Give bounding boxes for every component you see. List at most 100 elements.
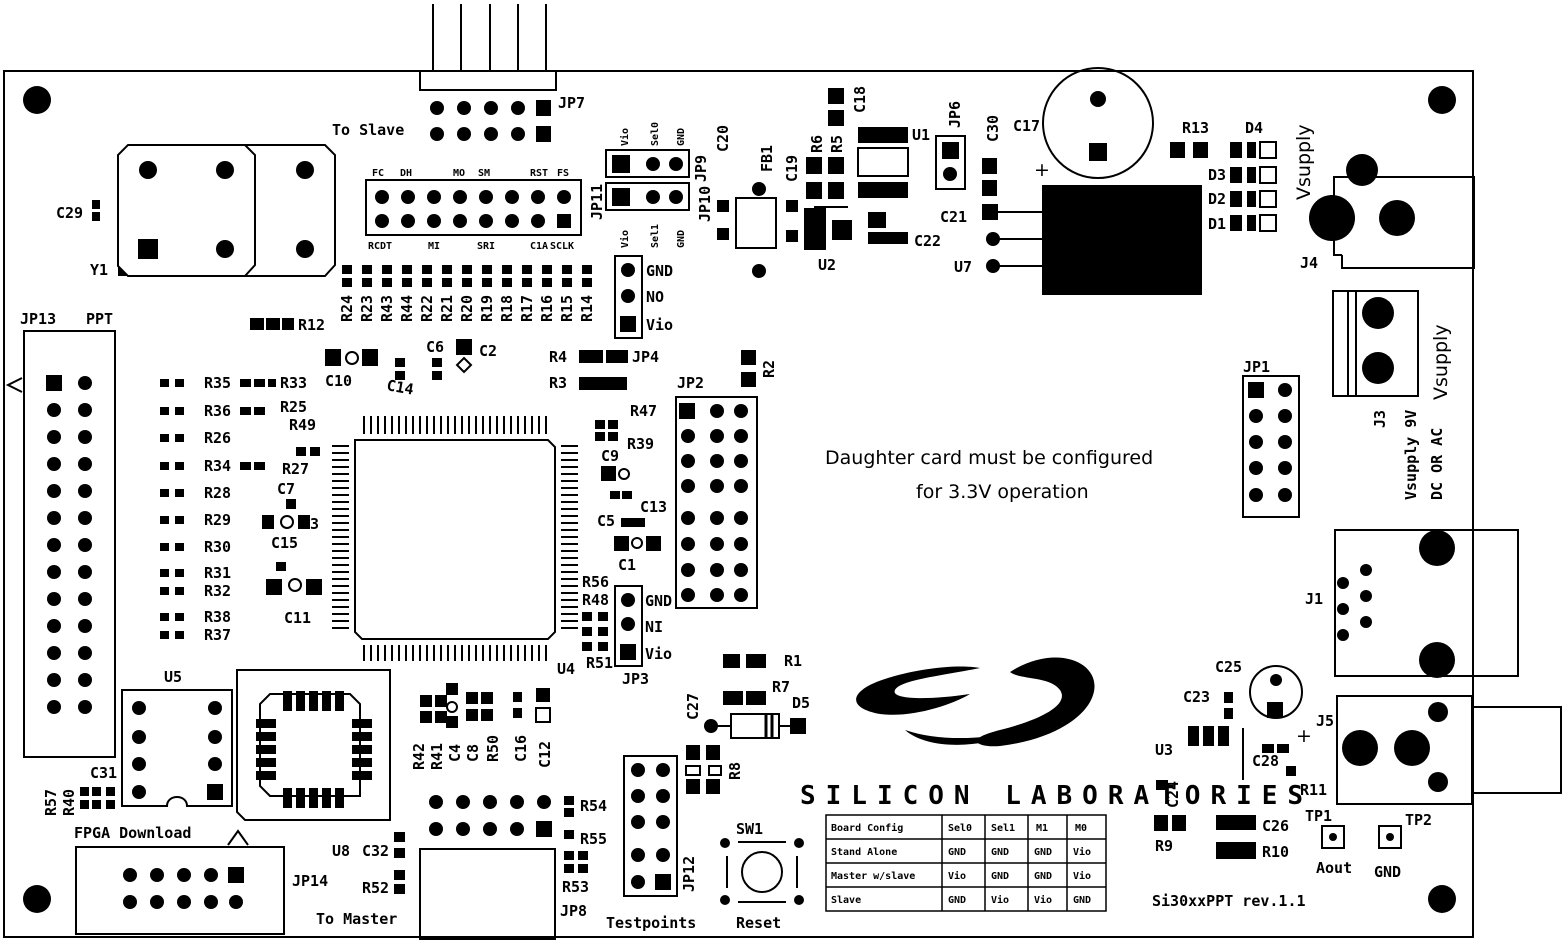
- table-header-3: M1: [1036, 823, 1048, 834]
- label-r9: R9: [1155, 837, 1173, 855]
- label-r15: R15: [558, 295, 576, 322]
- leds: [1230, 141, 1277, 232]
- label-testpoints: Testpoints: [606, 914, 696, 932]
- label-jp1: JP1: [1243, 358, 1270, 376]
- label-r47: R47: [630, 402, 657, 420]
- label-r35: R35: [204, 374, 231, 392]
- label-r29: R29: [204, 511, 231, 529]
- connector-jp13: [5, 330, 116, 758]
- label-r36: R36: [204, 402, 231, 420]
- chip-u5: [121, 689, 233, 807]
- label-jp13: JP13: [20, 310, 56, 328]
- label-to-slave: To Slave: [332, 121, 404, 139]
- label-r53: R53: [562, 878, 589, 896]
- label-r31: R31: [204, 564, 231, 582]
- board-name: Si30xxPPT rev.1.1: [1152, 892, 1306, 910]
- label-jp11: JP11: [588, 184, 606, 220]
- table-cell: GND: [948, 895, 966, 906]
- silicon-labs-logo: [856, 657, 1095, 747]
- label-r4: R4: [549, 348, 567, 366]
- chip-u1: [857, 127, 909, 198]
- label-j5: J5: [1316, 712, 1334, 730]
- jack-j4: [1309, 154, 1475, 269]
- pin-rcdt: RCDT: [368, 241, 392, 252]
- label-c2: C2: [479, 342, 497, 360]
- label-vsupply-top: Vsupply: [1293, 124, 1315, 200]
- label-c22: C22: [914, 232, 941, 250]
- label-c21: C21: [940, 208, 967, 226]
- resistors-left: [160, 379, 276, 639]
- label-j4: J4: [1300, 254, 1318, 272]
- connector-jp8: [419, 795, 556, 940]
- jumpers-jp9-jp11: [605, 149, 690, 211]
- pin-sclk: SCLK: [550, 241, 574, 252]
- pin-jp11-vio: Vio: [619, 230, 631, 248]
- table-cell: Vio: [991, 894, 1009, 906]
- label-r52: R52: [362, 879, 389, 897]
- label-r19: R19: [478, 295, 496, 322]
- header-jp1: [1242, 375, 1300, 518]
- label-c5: C5: [597, 512, 615, 530]
- table-cell: GND: [991, 847, 1009, 858]
- label-r21: R21: [438, 295, 456, 322]
- brand-name: SILICON LABORATORIES: [800, 781, 1313, 811]
- label-c28: C28: [1252, 752, 1279, 770]
- label-jp6: JP6: [946, 101, 964, 128]
- label-c9: C9: [601, 447, 619, 465]
- label-r2: R2: [760, 360, 778, 378]
- label-r8: R8: [726, 762, 744, 780]
- chip-u8: [236, 669, 391, 821]
- label-c17: C17: [1013, 117, 1040, 135]
- label-jp3: JP3: [622, 670, 649, 688]
- label-c4: C4: [446, 744, 464, 762]
- label-dc-or-ac: DC OR AC: [1428, 428, 1446, 500]
- header-jp12: [623, 755, 678, 897]
- header-jp2: [675, 396, 758, 609]
- label-c32: C32: [362, 842, 389, 860]
- label-r32: R32: [204, 582, 231, 600]
- table-cell: GND: [948, 847, 966, 858]
- jp7-connector: [419, 4, 557, 142]
- label-c18: C18: [851, 86, 869, 113]
- label-to-master: To Master: [316, 910, 397, 928]
- note-line2: for 3.3V operation: [916, 481, 1089, 503]
- table-header-2: Sel1: [991, 823, 1015, 834]
- label-r43: R43: [378, 295, 396, 322]
- note-line1: Daughter card must be configured: [825, 447, 1153, 469]
- label-c19: C19: [783, 155, 801, 182]
- label-d1: D1: [1208, 215, 1226, 233]
- label-c16: C16: [512, 735, 530, 762]
- label-c11: C11: [284, 609, 311, 627]
- label-c12: C12: [536, 741, 554, 768]
- label-r33: R33: [280, 374, 307, 392]
- label-r22: R22: [418, 295, 436, 322]
- table-cell: Vio: [1034, 894, 1052, 906]
- label-c24: C24: [1164, 781, 1182, 808]
- reset-switch-sw1[interactable]: [720, 838, 804, 905]
- label-d3: D3: [1208, 166, 1226, 184]
- label-d2: D2: [1208, 190, 1226, 208]
- label-r13: R13: [1182, 119, 1209, 137]
- label-u4: U4: [557, 660, 575, 678]
- label-tp1: TP1: [1305, 807, 1332, 825]
- label-r44: R44: [398, 295, 416, 322]
- pin-jp9-vio: Vio: [619, 128, 631, 146]
- label-d4: D4: [1245, 119, 1263, 137]
- pin-jp4-no: NO: [646, 288, 664, 306]
- terminal-j3: [1332, 290, 1419, 397]
- mounting-holes: [23, 86, 1456, 913]
- label-c3: C3: [301, 515, 319, 533]
- jack-j1: [1334, 529, 1519, 678]
- label-r14: R14: [578, 295, 596, 322]
- label-jp10: JP10: [696, 186, 714, 222]
- label-jp9: JP9: [692, 155, 710, 182]
- label-r11: R11: [1300, 781, 1327, 799]
- label-c25: C25: [1215, 658, 1242, 676]
- pin-jp3-gnd: GND: [645, 592, 672, 610]
- config-table: [825, 814, 1107, 912]
- pin-jp11-sel1: Sel1: [650, 224, 661, 248]
- label-fpga-download: FPGA Download: [74, 824, 191, 842]
- label-c27: C27: [684, 693, 702, 720]
- label-r49: R49: [289, 416, 316, 434]
- label-gnd-tp2: GND: [1374, 863, 1401, 881]
